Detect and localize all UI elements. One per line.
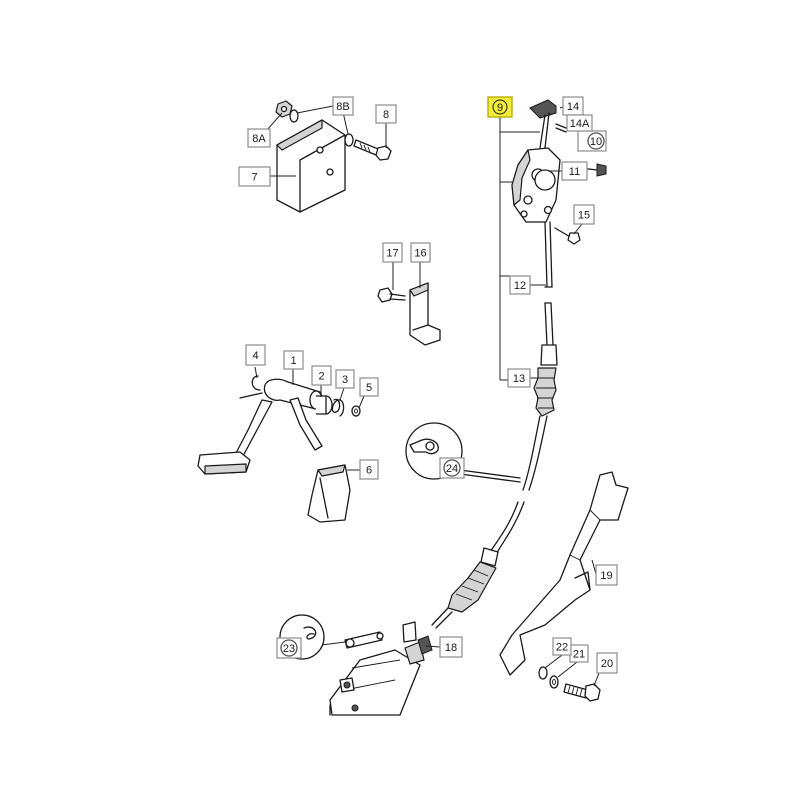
svg-text:5: 5 bbox=[366, 382, 372, 394]
svg-text:23: 23 bbox=[283, 643, 295, 655]
callout-8a: 8A bbox=[247, 128, 271, 148]
svg-text:24: 24 bbox=[446, 463, 458, 475]
svg-text:12: 12 bbox=[514, 280, 526, 292]
lower-linkage-assembly bbox=[329, 621, 425, 716]
callout-5: 5 bbox=[359, 377, 379, 397]
part-19-mounting-bracket bbox=[499, 471, 629, 676]
part-5-washer bbox=[351, 405, 361, 417]
part-14-handle-knob bbox=[529, 99, 557, 149]
callout-14: 14 bbox=[562, 96, 584, 116]
callout-15: 15 bbox=[573, 204, 595, 225]
callout-8: 8 bbox=[375, 104, 397, 124]
callout-20: 20 bbox=[596, 652, 618, 674]
svg-text:11: 11 bbox=[569, 166, 580, 178]
callout-19: 19 bbox=[595, 564, 618, 586]
callout-10: 10 bbox=[577, 130, 607, 152]
svg-text:19: 19 bbox=[600, 570, 612, 582]
callout-3: 3 bbox=[335, 369, 355, 389]
control-cable bbox=[431, 415, 548, 629]
part-1-pedal-shaft bbox=[197, 378, 323, 475]
part-7-bracket bbox=[276, 119, 346, 213]
part-11-lever-housing bbox=[511, 147, 561, 223]
callout-7: 7 bbox=[238, 166, 271, 187]
callout-22: 22 bbox=[552, 637, 572, 656]
svg-text:15: 15 bbox=[578, 210, 590, 222]
part-14a-pin bbox=[555, 123, 567, 133]
part-6-pedal-boot bbox=[307, 464, 351, 523]
part-12-cable-rod bbox=[540, 221, 558, 366]
svg-text:3: 3 bbox=[342, 374, 348, 386]
callout-18: 18 bbox=[439, 636, 463, 658]
leader-lines bbox=[254, 105, 600, 687]
part-3-spring bbox=[331, 398, 345, 417]
svg-text:17: 17 bbox=[386, 248, 398, 260]
part-15-screw bbox=[554, 227, 581, 245]
callout-14a: 14A bbox=[566, 114, 593, 132]
callout-13: 13 bbox=[507, 368, 531, 388]
svg-text:10: 10 bbox=[590, 136, 602, 148]
svg-text:13: 13 bbox=[513, 373, 525, 385]
svg-text:8B: 8B bbox=[336, 101, 349, 113]
callout-8b: 8B bbox=[332, 96, 354, 116]
callout-23: 23 bbox=[276, 637, 302, 659]
part-8-bolt bbox=[353, 139, 392, 161]
callout-6: 6 bbox=[359, 459, 379, 480]
part-22-washer bbox=[538, 666, 548, 680]
part-16-bracket bbox=[409, 282, 441, 346]
svg-text:8: 8 bbox=[383, 109, 389, 121]
svg-text:14: 14 bbox=[567, 101, 579, 113]
svg-text:22: 22 bbox=[556, 642, 568, 654]
part-20-bolt bbox=[563, 683, 601, 702]
svg-text:8A: 8A bbox=[252, 133, 266, 145]
callout-16: 16 bbox=[410, 242, 431, 263]
svg-text:16: 16 bbox=[414, 248, 426, 260]
svg-text:2: 2 bbox=[318, 371, 324, 383]
part-21-lock-washer bbox=[549, 675, 559, 689]
part-8b-washers bbox=[289, 109, 354, 147]
svg-text:4: 4 bbox=[252, 350, 258, 362]
svg-text:1: 1 bbox=[290, 355, 296, 367]
callout-2: 2 bbox=[311, 365, 332, 386]
callout-17: 17 bbox=[382, 242, 403, 263]
svg-text:14A: 14A bbox=[570, 118, 590, 130]
callout-4: 4 bbox=[245, 344, 266, 366]
callout-24: 24 bbox=[439, 457, 465, 479]
callout-12: 12 bbox=[509, 275, 531, 295]
callout-21: 21 bbox=[569, 644, 589, 663]
svg-text:6: 6 bbox=[366, 465, 372, 477]
svg-text:7: 7 bbox=[251, 172, 257, 184]
part-13-cable-boot bbox=[533, 367, 557, 417]
callout-1: 1 bbox=[283, 350, 304, 370]
svg-text:21: 21 bbox=[573, 649, 585, 661]
callout-11: 11 bbox=[561, 161, 588, 181]
svg-text:20: 20 bbox=[601, 658, 613, 670]
part-18-cable-end bbox=[417, 635, 433, 655]
callout-9: 9 bbox=[487, 96, 513, 118]
svg-text:18: 18 bbox=[445, 642, 457, 654]
part-17-bolt bbox=[377, 287, 406, 303]
svg-text:9: 9 bbox=[497, 102, 503, 114]
